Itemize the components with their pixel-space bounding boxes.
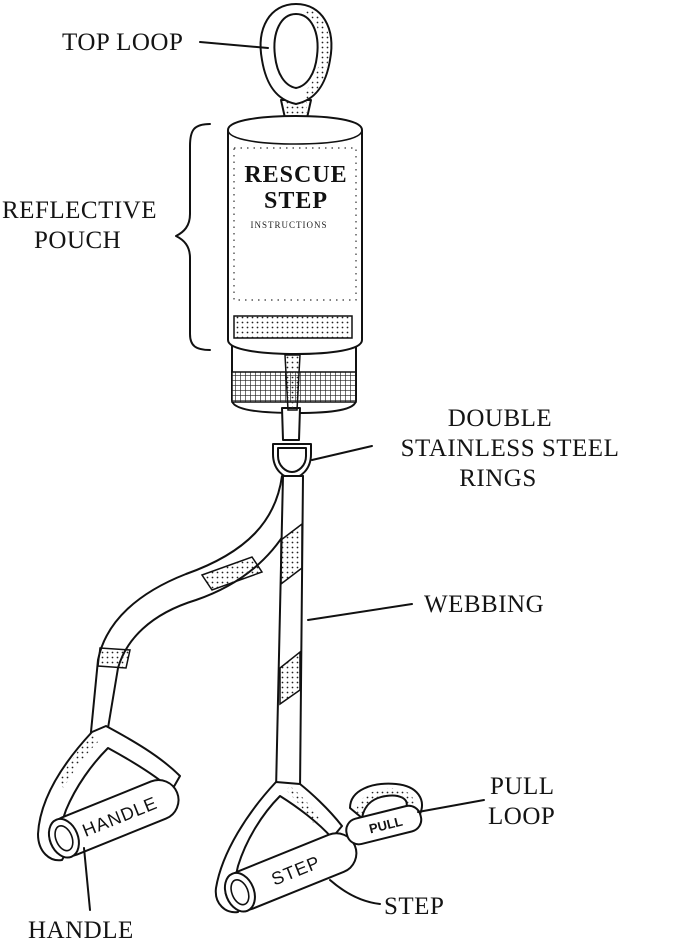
callout-lines (83, 41, 485, 911)
pouch-brace (175, 123, 211, 351)
label-reflective-pouch-line1: REFLECTIVE (2, 197, 157, 224)
label-webbing: WEBBING (424, 591, 544, 618)
double-rings (272, 354, 312, 479)
reflective-pouch: RESCUE STEP INSTRUCTIONS (227, 114, 363, 415)
label-step: STEP (384, 893, 444, 920)
webbing-leader (307, 603, 413, 621)
step-leader (329, 879, 381, 905)
rings-leader (311, 445, 373, 461)
webbing-handle-side (89, 475, 304, 743)
top-loop (259, 3, 333, 119)
label-pull-loop-line1: PULL (490, 773, 555, 800)
top-loop-leader (199, 41, 269, 49)
label-pull-loop-line2: LOOP (488, 803, 555, 830)
label-double-rings-line2: STAINLESS STEEL (401, 435, 620, 462)
handle-assembly: HANDLE (37, 725, 181, 862)
label-double-rings-line3: RINGS (459, 465, 537, 492)
label-reflective-pouch-line2: POUCH (34, 227, 121, 254)
label-double-rings-line1: DOUBLE (448, 405, 552, 432)
webbing-step-side (275, 475, 304, 791)
pouch-subtitle: INSTRUCTIONS (250, 220, 327, 230)
label-handle: HANDLE (28, 917, 134, 944)
step-assembly: STEP (214, 781, 358, 914)
pull-loop-leader (417, 799, 485, 813)
pouch-title-line1: RESCUE (244, 162, 347, 188)
pull-loop: PULL (345, 782, 423, 846)
handle-leader (83, 847, 91, 911)
pouch-title-line2: STEP (264, 188, 328, 214)
label-top-loop: TOP LOOP (62, 29, 183, 56)
